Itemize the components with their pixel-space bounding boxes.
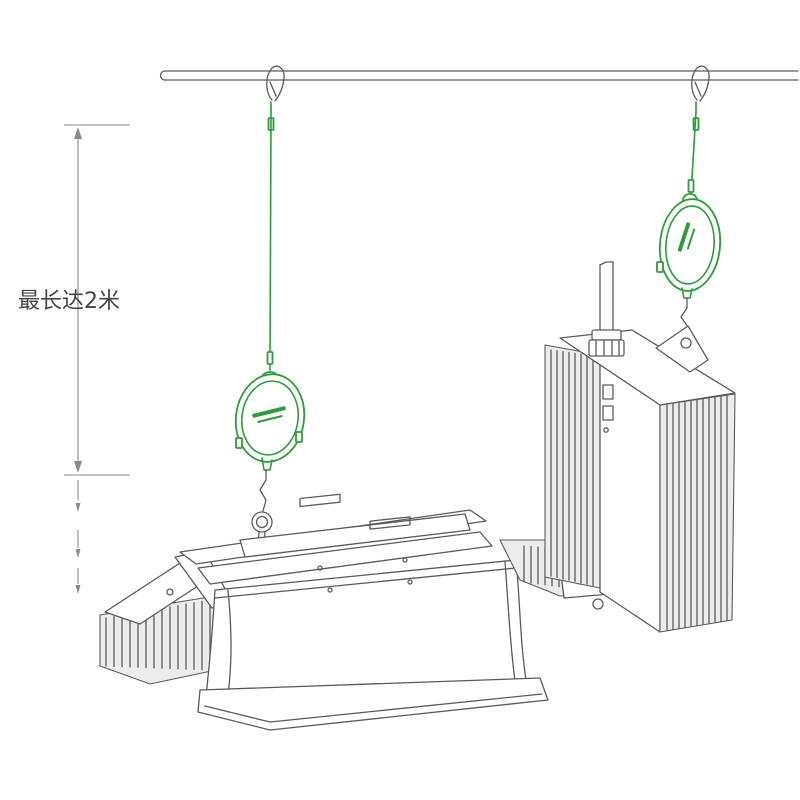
rivet: [317, 565, 323, 571]
rack-slot: [369, 516, 411, 530]
hanger-side-nub: [656, 261, 664, 273]
rivet: [327, 587, 333, 593]
hanger-crimp-sleeve: [266, 351, 274, 365]
hanger-logo-mark: [677, 222, 691, 252]
ballast-right-fins: [666, 394, 728, 631]
gland-ridge: [595, 340, 620, 356]
reflector-top-lip: [214, 567, 517, 599]
lamp-ring-inner: [255, 515, 269, 529]
reflector-hood: [205, 559, 527, 697]
ballast-port: [602, 405, 614, 421]
ballast-port: [602, 384, 614, 400]
cable-gland: [591, 329, 622, 341]
hanging-rail: [159, 70, 799, 81]
carabiner-gate: [694, 81, 702, 97]
hanger-logo-mark: [686, 228, 696, 250]
hanger-neck: [261, 457, 273, 471]
bracket-hole: [680, 337, 692, 349]
hanger-inner-ring: [665, 205, 715, 285]
ballast-hanging-bracket: [655, 325, 709, 373]
reflector-curve: [227, 589, 232, 695]
bracket-bolt: [166, 588, 174, 596]
ballast-box: [544, 261, 736, 633]
cable-gland-nut: [588, 339, 625, 357]
yoyo-hanger-icon: [656, 193, 722, 299]
hanger-logo-mark: [252, 406, 286, 418]
dimension-label: 最长达2米: [18, 289, 120, 314]
extension-arrow-icon: [75, 503, 81, 512]
rivet: [402, 557, 408, 563]
grow-light-reflector: [99, 493, 611, 731]
ballast-screw: [603, 427, 609, 433]
height-dimension: 最长达2米: [18, 124, 130, 594]
hanger-inner-ring: [240, 380, 300, 456]
left-hanger-assembly: [234, 65, 306, 555]
ballast-left-fins: [550, 349, 594, 587]
lamp-ring: [251, 511, 273, 533]
top-frame-rail: [197, 531, 493, 585]
hanger-hook: [259, 469, 267, 512]
flange-edge: [204, 693, 543, 723]
hanger-side-nub: [235, 437, 243, 449]
hanger-wire: [269, 111, 272, 371]
yoyo-hanger-icon: [234, 371, 306, 471]
rack-slot: [299, 493, 341, 508]
rail-end-cap: [159, 70, 166, 81]
hanger-side-nub: [295, 431, 303, 443]
dimension-arrow-up-icon: [74, 127, 82, 139]
top-center-rack: [239, 513, 471, 558]
reflector-curve: [504, 561, 516, 682]
right-hanger-assembly: [656, 65, 722, 337]
carabiner-gate: [269, 81, 277, 97]
hanger-crimp-sleeve: [687, 179, 695, 193]
carabiner-hook-icon: [691, 65, 710, 102]
rivet: [407, 579, 413, 585]
power-cable: [599, 261, 614, 333]
dimension-arrow-down-icon: [74, 461, 82, 473]
bottom-flange: [197, 677, 549, 731]
ballast-left-fin-panel: [544, 344, 601, 589]
extension-arrow-icon: [75, 585, 81, 594]
hanger-logo-mark: [257, 415, 283, 423]
ballast-foot: [592, 598, 604, 610]
carabiner-hook-icon: [266, 65, 285, 102]
power-cable-end: [599, 261, 614, 266]
extension-arrow-icon: [75, 549, 81, 558]
